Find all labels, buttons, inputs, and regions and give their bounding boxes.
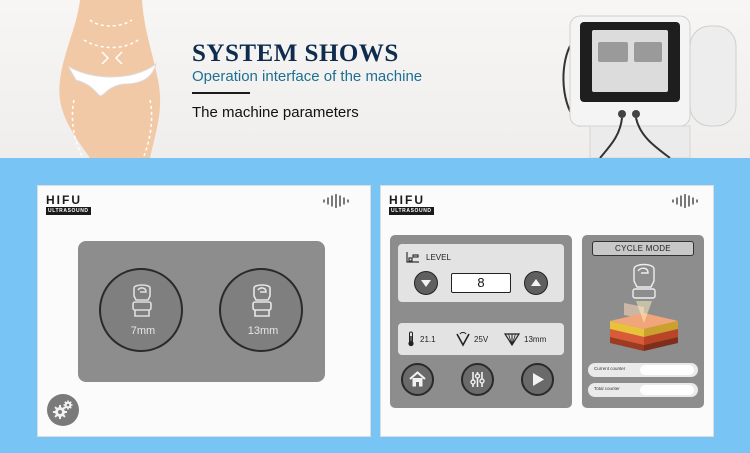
logo-subtitle: ULTRASOUND [389, 207, 434, 215]
sliders-icon [470, 372, 485, 387]
current-counter-value [640, 365, 694, 375]
logo-subtitle: ULTRASOUND [46, 207, 91, 215]
skin-layer-illustration [610, 263, 678, 351]
cartridge-icon [252, 284, 272, 317]
home-icon [409, 371, 426, 387]
probe-7mm-button[interactable]: 7mm [99, 268, 183, 352]
logo-name: HIFU [46, 193, 82, 207]
probe-7mm-label: 7mm [130, 325, 156, 337]
parameters-button[interactable] [461, 363, 494, 396]
level-label: LEVEL [426, 253, 451, 262]
cycle-mode-button[interactable]: CYCLE MODE [592, 241, 694, 256]
sound-wave-icon [672, 194, 698, 208]
start-button[interactable] [521, 363, 554, 396]
depth-icon [504, 333, 520, 347]
total-counter-label: Total counter [594, 386, 620, 391]
total-counter-value [640, 385, 694, 395]
banner-subtitle: Operation interface of the machine [192, 68, 423, 85]
hifu-logo: HIFU ULTRASOUND [46, 194, 91, 215]
banner-title: SYSTEM SHOWS [192, 40, 399, 67]
hifu-logo: HIFU ULTRASOUND [389, 194, 434, 215]
voltage-stat: 25V [456, 331, 502, 347]
banner-parameters-label: The machine parameters [192, 104, 359, 121]
level-decrease-button[interactable] [414, 271, 438, 295]
current-counter-row: Current counter [588, 363, 698, 377]
body-contour-illustration [59, 0, 161, 158]
cartridge-icon [132, 284, 152, 317]
level-control: LEVEL 8 [398, 244, 564, 302]
thermometer-icon [408, 331, 414, 347]
gear-icon [53, 400, 73, 419]
arrow-up-icon [531, 279, 541, 286]
settings-button[interactable] [47, 394, 79, 426]
cycle-mode-panel: CYCLE MODE Current counter Total counter [582, 235, 704, 408]
depth-stat: 13mm [504, 331, 560, 347]
probe-13mm-label: 13mm [247, 325, 279, 337]
hifu-machine-illustration [562, 15, 737, 158]
level-increase-button[interactable] [524, 271, 548, 295]
sound-wave-icon [323, 194, 349, 208]
control-panel: LEVEL 8 21.1 [390, 235, 572, 408]
probe-13mm-button[interactable]: 13mm [219, 268, 303, 352]
temperature-stat: 21.1 [406, 331, 452, 347]
logo-name: HIFU [389, 193, 425, 207]
voltage-icon [456, 332, 470, 347]
probe-panel: 7mm 13mm [78, 241, 325, 382]
play-icon [533, 373, 544, 386]
probe-selection-screen: HIFU ULTRASOUND 7mm [37, 185, 371, 437]
arrow-down-icon [421, 280, 431, 287]
depth-value: 13mm [524, 335, 547, 344]
energy-level-icon [406, 252, 419, 263]
banner-divider [192, 92, 250, 94]
treatment-control-screen: HIFU ULTRASOUND LEVEL 8 [380, 185, 714, 437]
temperature-value: 21.1 [420, 335, 436, 344]
voltage-value: 25V [474, 335, 489, 344]
top-banner: SYSTEM SHOWS Operation interface of the … [0, 0, 750, 158]
total-counter-row: Total counter [588, 383, 698, 397]
status-readout: 21.1 25V 13mm [398, 323, 564, 355]
current-counter-label: Current counter [594, 366, 626, 371]
home-button[interactable] [401, 363, 434, 396]
level-value-display: 8 [451, 273, 511, 293]
